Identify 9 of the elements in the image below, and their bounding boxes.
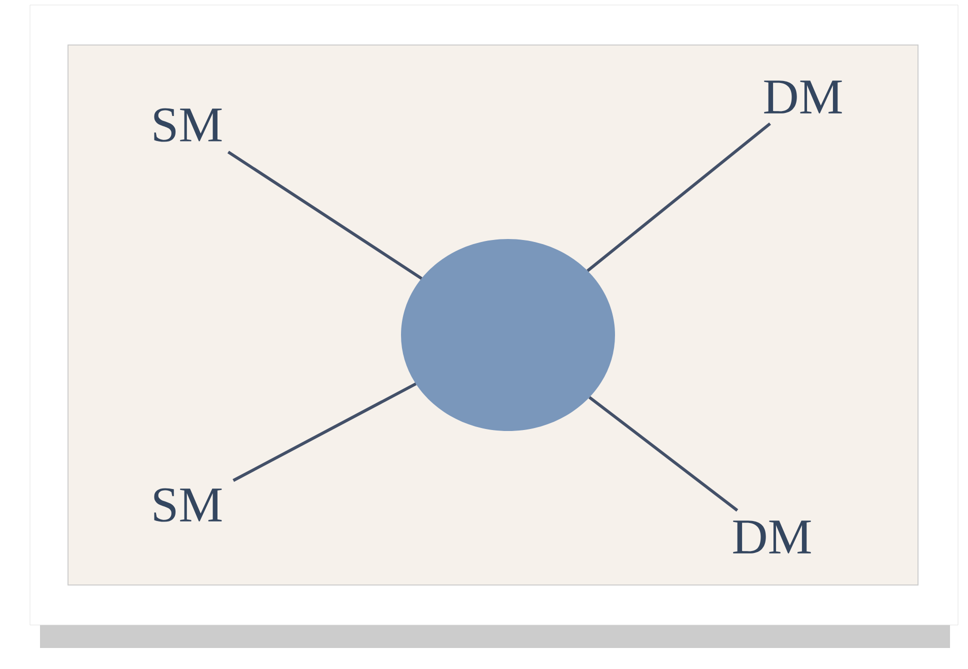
propagator-line [588,396,738,512]
particle-label: DM [733,520,811,554]
interaction-blob [401,239,615,431]
propagator-line [227,150,422,280]
propagator-line [586,122,771,272]
propagator-line [232,382,417,482]
particle-label: SM [154,108,222,142]
particle-label: DM [764,80,842,114]
particle-label: SM [154,488,222,522]
